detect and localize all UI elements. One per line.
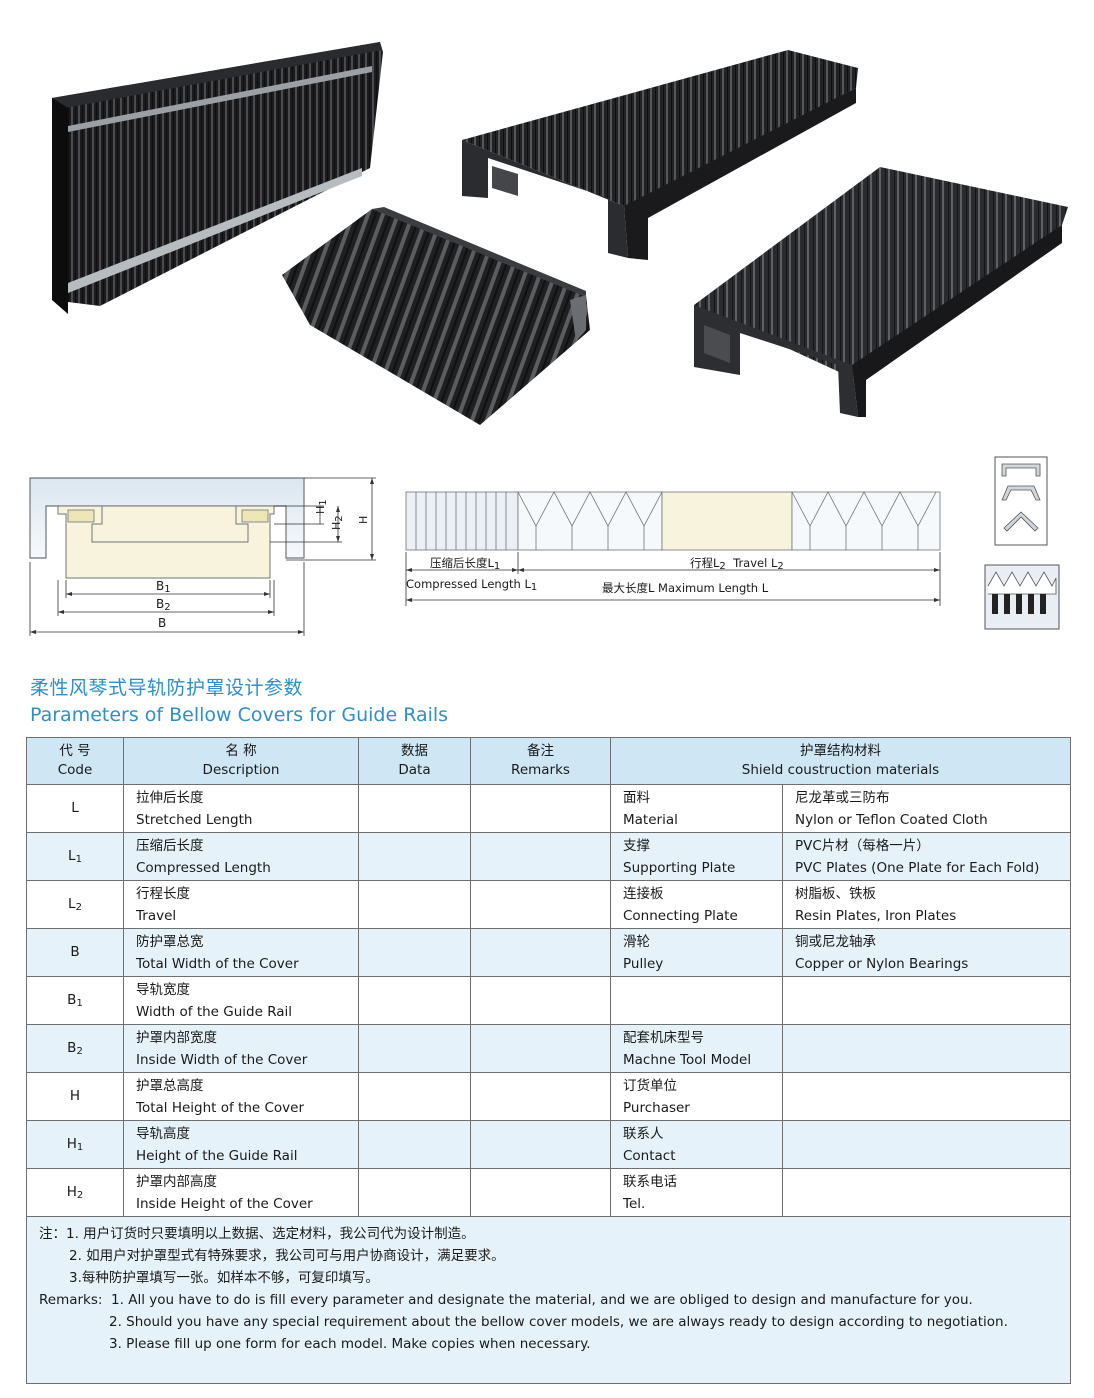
data-cell[interactable] xyxy=(358,1072,471,1121)
bellow-cover-photo-vertical xyxy=(52,42,383,314)
remarks-cell[interactable] xyxy=(470,1024,611,1073)
purchaser-input-cell[interactable] xyxy=(781,1072,1072,1121)
dim-label-compressed-en: Compressed Length L1 xyxy=(406,577,538,593)
remarks-cell[interactable] xyxy=(470,976,611,1025)
remarks-cell[interactable] xyxy=(470,1168,611,1217)
dim-label-h1: H1 xyxy=(314,499,329,514)
bellow-cover-photo-low xyxy=(282,207,590,425)
remarks-cell[interactable] xyxy=(470,1072,611,1121)
note-cn-2: 2. 如用户对护罩型式有特殊要求，我公司可与用户协商设计，满足要求。 xyxy=(69,1248,505,1264)
dim-label-b: B xyxy=(158,616,167,630)
machine-model-input-cell[interactable] xyxy=(781,1024,1072,1073)
tel-input-cell[interactable] xyxy=(781,1168,1072,1217)
data-cell[interactable] xyxy=(358,784,471,833)
side-view-diagram xyxy=(405,491,941,606)
data-cell[interactable] xyxy=(358,1024,471,1073)
remarks-cell[interactable] xyxy=(470,1120,611,1169)
code-cell: L2 xyxy=(26,880,124,929)
fold-pattern-icon xyxy=(984,564,1060,630)
notes-cell: 注：1. 用户订货时只要填明以上数据、选定材料，我公司代为设计制造。 2. 如用… xyxy=(25,1216,1072,1384)
contact-input-cell[interactable] xyxy=(781,1120,1072,1169)
data-cell[interactable] xyxy=(358,832,471,881)
dim-label-h: H xyxy=(357,515,370,524)
notes-row: 注：1. 用户订货时只要填明以上数据、选定材料，我公司代为设计制造。 2. 如用… xyxy=(25,1216,1072,1384)
code-cell: H2 xyxy=(26,1168,124,1217)
section-title-cn: 柔性风琴式导轨防护罩设计参数 xyxy=(30,677,304,699)
profile-shapes-icon xyxy=(994,456,1048,546)
dim-label-h2: H2 xyxy=(330,515,345,530)
material-label-cell xyxy=(610,976,783,1025)
dim-label-b1: B1 xyxy=(156,579,171,595)
bellow-cover-photo-wide xyxy=(694,167,1068,417)
code-cell: B2 xyxy=(26,1024,124,1073)
dim-label-b2: B2 xyxy=(156,597,171,613)
code-cell: L xyxy=(26,784,124,833)
note-en-1: Remarks: 1. All you have to do is fill e… xyxy=(39,1292,973,1308)
dim-label-travel: 行程L2 Travel L2 xyxy=(690,556,784,572)
data-cell[interactable] xyxy=(358,880,471,929)
dim-label-compressed-cn: 压缩后长度L1 xyxy=(430,556,501,572)
data-cell[interactable] xyxy=(358,928,471,977)
code-cell: L1 xyxy=(26,832,124,881)
section-title-en: Parameters of Bellow Covers for Guide Ra… xyxy=(30,704,449,726)
remarks-cell[interactable] xyxy=(470,928,611,977)
cross-section-diagram xyxy=(29,477,376,636)
note-en-2: 2. Should you have any special requireme… xyxy=(109,1314,1008,1330)
material-value-cell[interactable] xyxy=(781,976,1072,1025)
dim-label-max-length: 最大长度L Maximum Length L xyxy=(602,581,769,595)
code-cell: H xyxy=(26,1072,124,1121)
data-cell[interactable] xyxy=(358,1168,471,1217)
note-cn-3: 3.每种防护罩填写一张。如样本不够，可复印填写。 xyxy=(69,1270,379,1286)
code-cell: B xyxy=(26,928,124,977)
remarks-cell[interactable] xyxy=(470,784,611,833)
bellow-cover-photo-long xyxy=(462,50,858,260)
remarks-cell[interactable] xyxy=(470,832,611,881)
code-cell: H1 xyxy=(26,1120,124,1169)
note-cn-1: 注：1. 用户订货时只要填明以上数据、选定材料，我公司代为设计制造。 xyxy=(39,1226,475,1242)
material-value-cell[interactable]: PVC片材（每格一片）PVC Plates (One Plate for Eac… xyxy=(781,832,1072,881)
remarks-cell[interactable] xyxy=(470,880,611,929)
data-cell[interactable] xyxy=(358,1120,471,1169)
note-en-3: 3. Please fill up one form for each mode… xyxy=(109,1336,591,1352)
code-cell: B1 xyxy=(26,976,124,1025)
data-cell[interactable] xyxy=(358,976,471,1025)
